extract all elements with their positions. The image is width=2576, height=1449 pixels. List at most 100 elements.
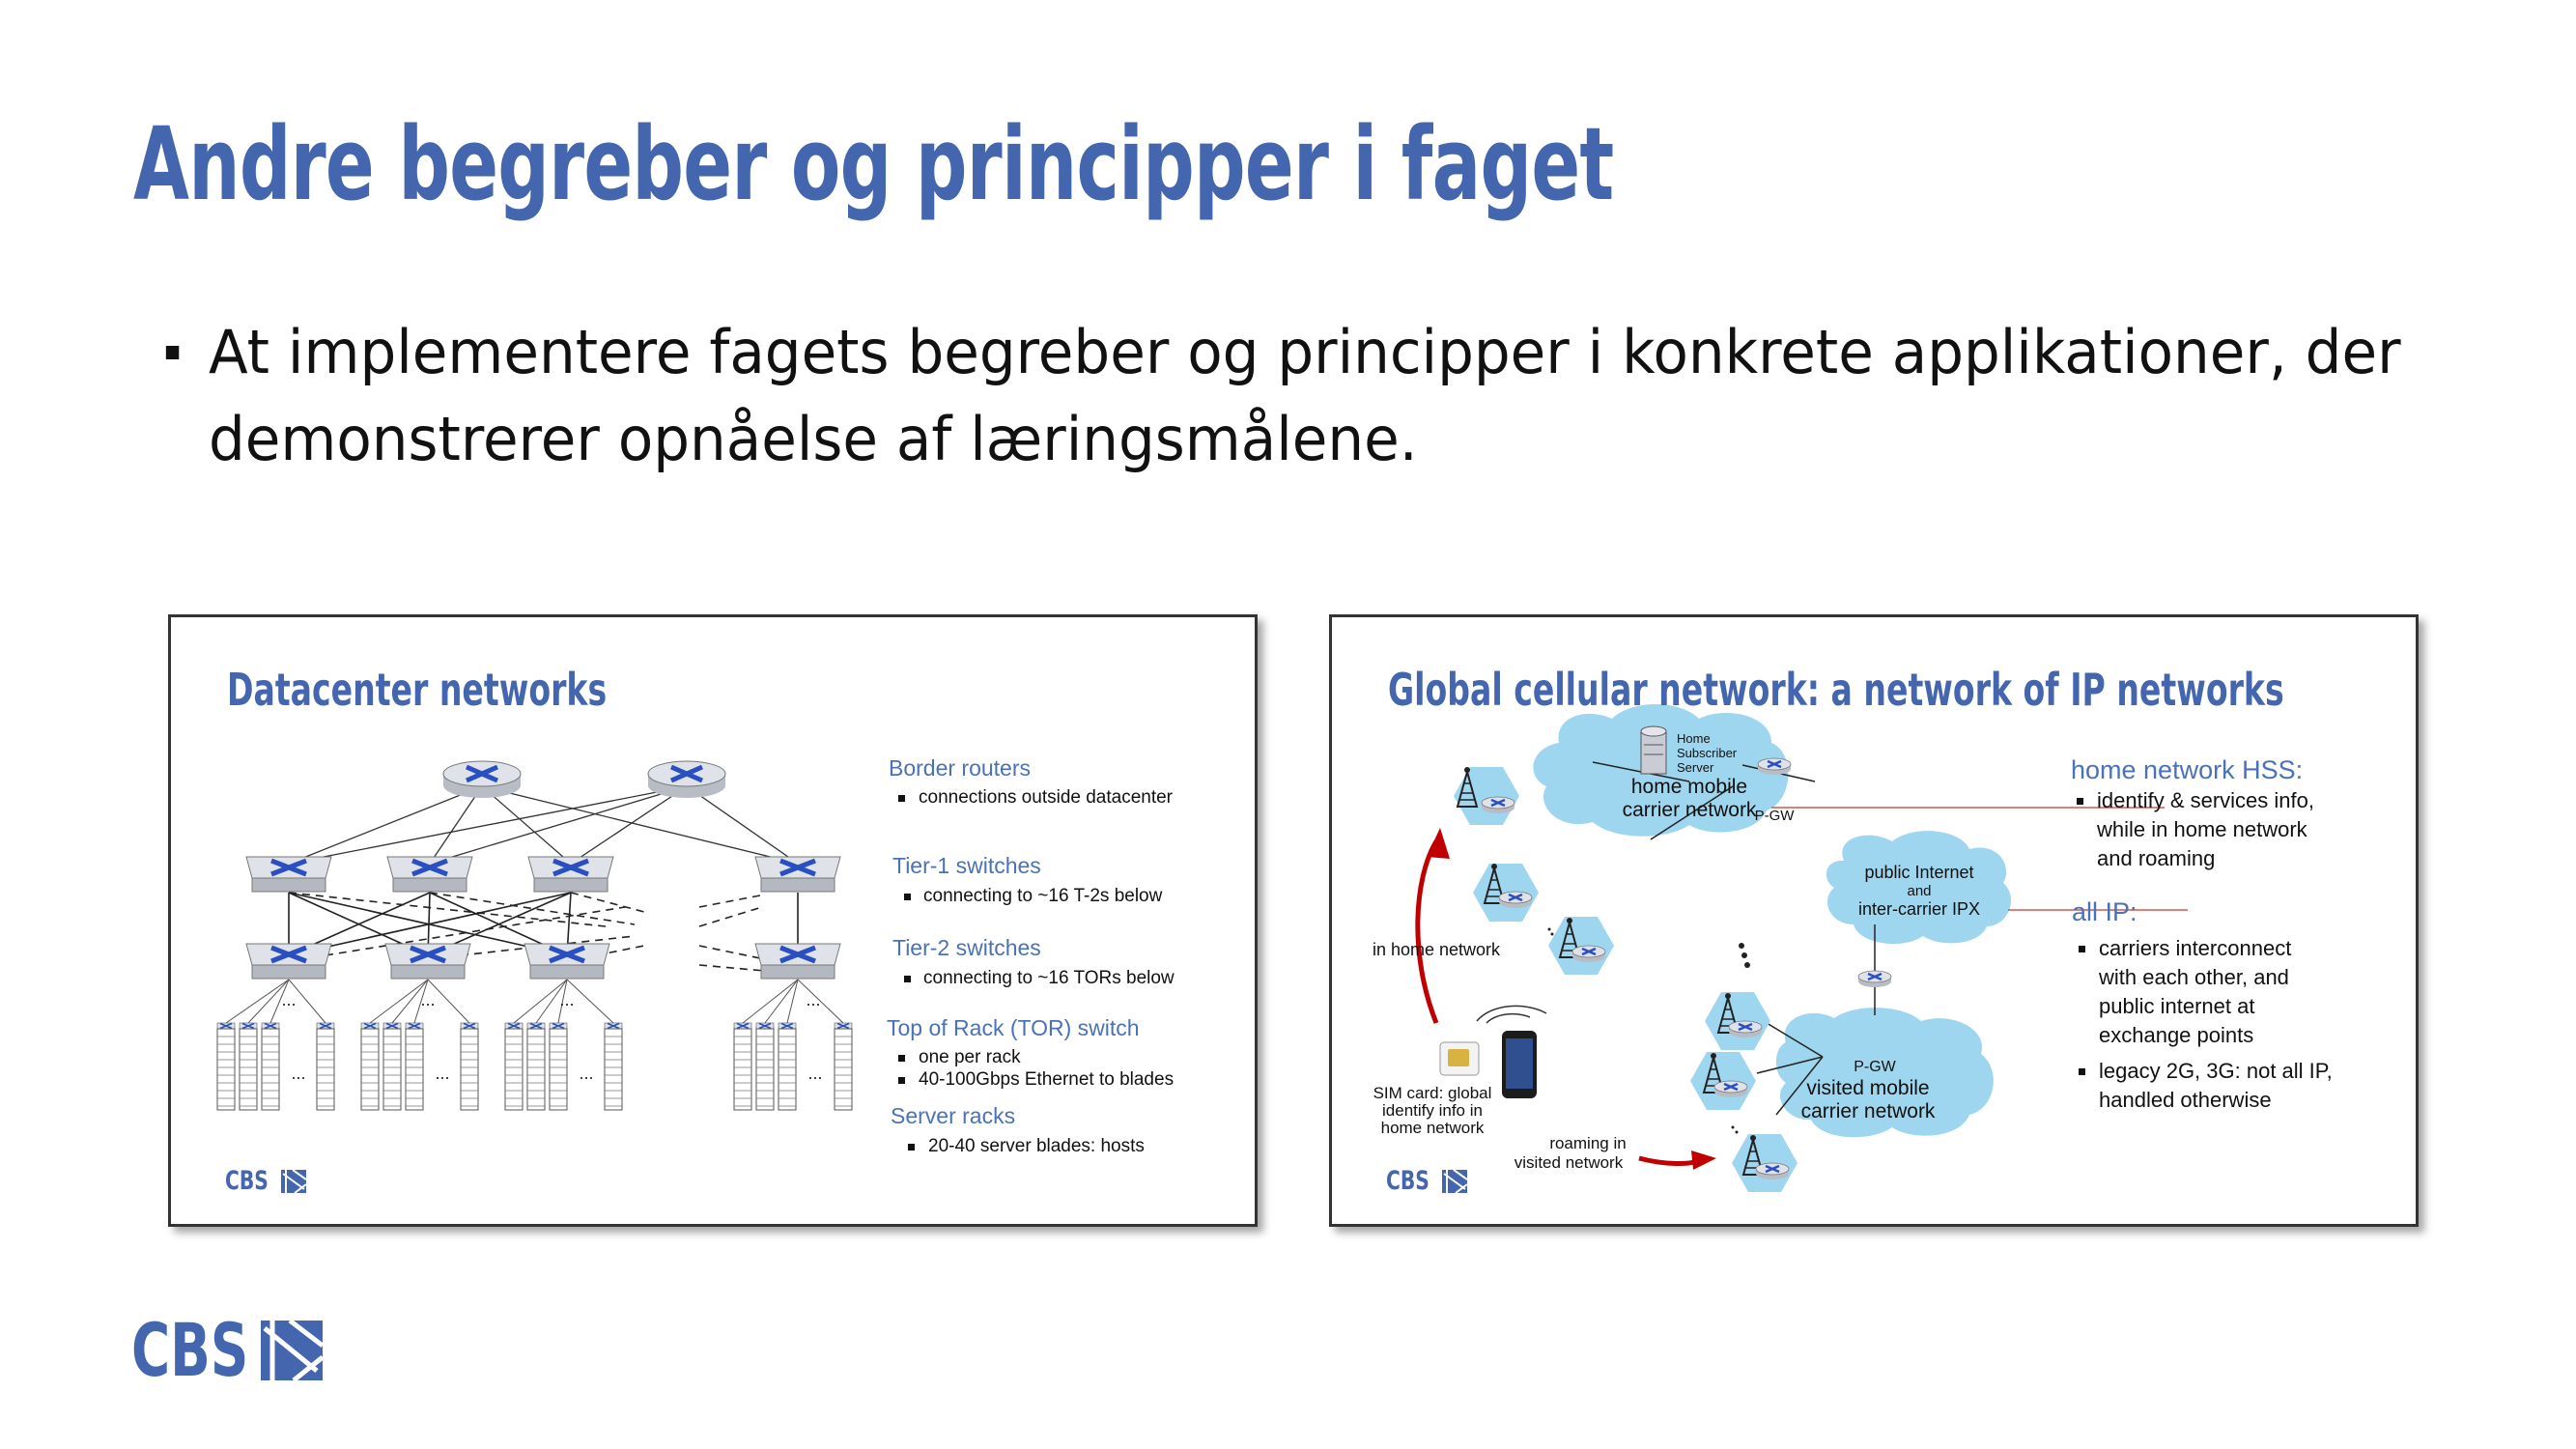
cbs-logo-icon <box>281 1169 306 1193</box>
ellipsis-label: ... <box>559 990 574 1009</box>
cbs-logo: CBS <box>131 1314 323 1387</box>
public-internet-label: public Internet <box>1864 863 1973 882</box>
datacenter-diagram: ... ... ... ... ... ... ... ... Border r… <box>216 755 1175 1156</box>
bullet-square-icon <box>908 1144 915 1151</box>
cbs-logo-icon <box>261 1321 323 1380</box>
allip-bullet-line: public internet at <box>2099 994 2254 1018</box>
allip-bullet-line: carriers interconnect <box>2099 936 2291 960</box>
server-rack-icon <box>778 1022 797 1111</box>
roaming-label: visited network <box>1514 1153 1624 1172</box>
bullet-square-icon <box>2079 1068 2085 1075</box>
server-rack-icon <box>316 1022 335 1111</box>
pgw-label: P-GW <box>1854 1059 1896 1075</box>
cellular-title: Global cellular network: a network of IP… <box>1388 664 2284 716</box>
bullet-square-icon <box>898 795 905 802</box>
tier-dashed-links <box>288 892 766 972</box>
visited-roaming-arrow <box>1638 1155 1702 1167</box>
bullet-square-icon <box>904 976 911 982</box>
allip-bullet-line: legacy 2G, 3G: not all IP, <box>2099 1059 2333 1083</box>
cbs-logo-icon <box>1442 1169 1467 1193</box>
cell-hex <box>1690 1052 1756 1110</box>
cbs-logo-text: CBS <box>1386 1166 1430 1196</box>
arrow-head-icon <box>1691 1151 1716 1170</box>
router-icon <box>1754 1161 1791 1181</box>
sim-label: identify info in <box>1382 1101 1483 1120</box>
cell-hex <box>1705 992 1770 1050</box>
allip-heading: all IP: <box>2072 897 2137 926</box>
bullet-square-icon <box>2079 946 2085 952</box>
server-rack-icon <box>261 1022 280 1111</box>
hss-label: Server <box>1677 760 1714 775</box>
tier1-switch-icon <box>528 857 613 892</box>
cbs-logo-text: CBS <box>225 1166 269 1196</box>
public-internet-label: and <box>1907 883 1931 899</box>
server-rack-icon <box>834 1022 853 1111</box>
ellipsis-label: ... <box>420 990 435 1009</box>
tier1-switch-icon <box>755 857 840 892</box>
hss-label: Subscriber <box>1677 746 1738 760</box>
hss-bullet-line: while in home network <box>2096 817 2308 841</box>
home-network-label: home mobile <box>1631 776 1747 798</box>
server-racks <box>216 1022 853 1111</box>
bullet-text: At implementere fagets begreber og princ… <box>209 317 2401 474</box>
router-icon <box>1856 969 1893 989</box>
allip-bullet-line: with each other, and <box>2098 965 2289 989</box>
server-rack-icon <box>239 1022 258 1111</box>
border-routers-label: Border routers <box>889 755 1031 781</box>
allip-bullet-line: handled otherwise <box>2099 1088 2272 1112</box>
ellipsis-label: ... <box>435 1064 449 1083</box>
router-icon <box>1480 795 1516 815</box>
server-rack-icon <box>382 1022 402 1111</box>
ellipsis-label: ... <box>807 1064 822 1083</box>
border-links <box>288 785 799 865</box>
server-rack-icon <box>216 1022 236 1111</box>
datacenter-slide-thumbnail[interactable]: ... ... ... ... ... ... ... ... Border r… <box>168 614 1258 1227</box>
tier1-note: connecting to ~16 T-2s below <box>923 886 1163 906</box>
visited-network-label: visited mobile <box>1806 1077 1929 1099</box>
ellipsis-label: ... <box>281 990 296 1009</box>
hss-label: Home <box>1677 731 1711 746</box>
tor-note-1: one per rack <box>919 1047 1021 1067</box>
cell-hex <box>1454 767 1519 825</box>
pgw-label: P-GW <box>1755 808 1796 824</box>
server-rack-icon <box>549 1022 568 1111</box>
hss-bullet-line: and roaming <box>2097 846 2215 870</box>
tier1-label: Tier-1 switches <box>892 853 1041 878</box>
tier2-note: connecting to ~16 TORs below <box>923 968 1175 988</box>
public-internet-cloud <box>1826 831 2012 945</box>
router-icon <box>1727 1019 1764 1039</box>
racks-label: Server racks <box>891 1103 1015 1128</box>
bullet-square-icon <box>898 1077 905 1084</box>
bullet-square-icon <box>165 346 180 359</box>
ellipsis-label: ... <box>579 1064 593 1083</box>
router-icon <box>1756 756 1793 777</box>
roaming-label: roaming in <box>1549 1134 1626 1152</box>
cellular-slide-thumbnail[interactable]: home mobile carrier network Home Subscri… <box>1329 614 2419 1227</box>
tier1-switch-icon <box>387 857 472 892</box>
router-icon <box>1497 890 1534 910</box>
ellipsis-label: ... <box>291 1064 305 1083</box>
tier2-label: Tier-2 switches <box>892 935 1041 960</box>
border-router-icon <box>443 761 521 798</box>
cell-hex <box>1732 1134 1798 1192</box>
tier1-switch-icon <box>246 857 331 892</box>
cbs-logo-small: CBS <box>1386 1166 1467 1196</box>
ellipsis-label: ... <box>806 990 820 1009</box>
slide-title: Andre begreber og principper i faget <box>133 105 1614 223</box>
arrow-head-icon <box>1427 828 1450 859</box>
border-routers-note: connections outside datacenter <box>919 787 1174 808</box>
hss-bullet-line: identify & services info, <box>2097 788 2314 812</box>
server-rack-icon <box>526 1022 546 1111</box>
bullet-list: At implementere fagets begreber og princ… <box>162 309 2519 483</box>
visited-network-label: carrier network <box>1801 1100 1936 1122</box>
bullet-item: At implementere fagets begreber og princ… <box>162 309 2424 483</box>
bullet-square-icon <box>904 894 911 900</box>
router-icon <box>1713 1079 1749 1099</box>
smartphone-icon <box>1476 1005 1547 1098</box>
router-icon <box>1571 944 1607 964</box>
server-rack-icon <box>733 1022 752 1111</box>
tier2-switch-icon <box>385 944 470 979</box>
hss-heading: home network HSS: <box>2071 755 2303 784</box>
sim-card-icon <box>1439 1041 1480 1076</box>
database-server-icon <box>1640 725 1667 775</box>
